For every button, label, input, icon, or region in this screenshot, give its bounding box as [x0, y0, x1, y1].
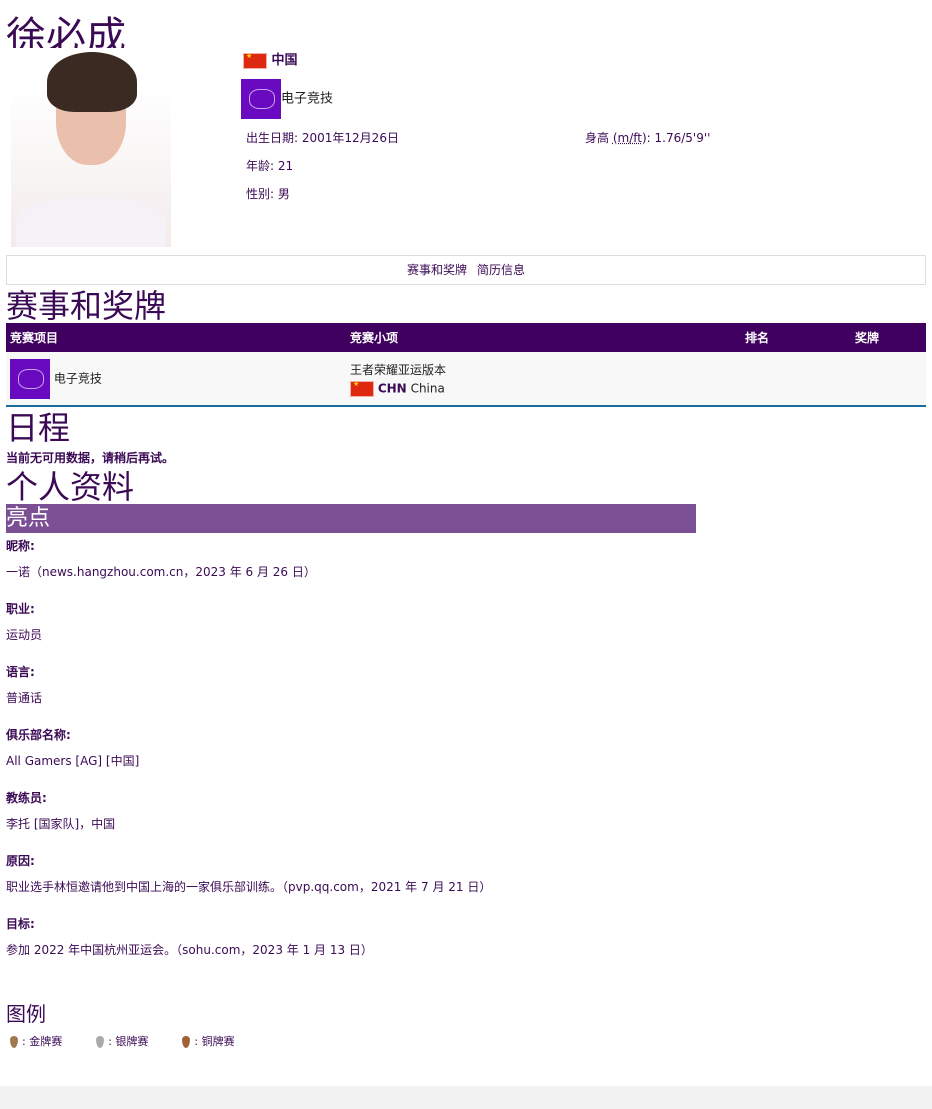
profile-field-label: 昵称:: [6, 539, 35, 553]
event-name: 王者荣耀亚运版本: [350, 362, 447, 377]
event-sport[interactable]: 电子竞技: [53, 371, 102, 385]
country-name: 中国: [271, 53, 298, 68]
profile-field-value: 运动员: [6, 628, 43, 642]
gender: 性别: 男: [246, 187, 290, 201]
profile-field-label: 目标:: [6, 917, 35, 931]
profile-field-value: All Gamers [AG] [中国]: [6, 754, 140, 768]
profile-field-label: 教练员:: [6, 791, 47, 805]
country: 中国: [243, 49, 298, 69]
esports-icon: [241, 79, 281, 119]
profile-field-value: 李托 [国家队]，中国: [6, 817, 116, 831]
china-flag-icon: [350, 380, 374, 397]
legend-silver: : 银牌赛: [96, 1033, 148, 1049]
profile-field-label: 语言:: [6, 665, 35, 679]
height: 身高 (m/ft): 1.76/5'9'': [585, 131, 711, 145]
age: 年龄: 21: [246, 159, 294, 173]
birth-date: 出生日期: 2001年12月26日: [246, 131, 399, 145]
highlights-bar: 亮点: [6, 504, 696, 533]
legend-heading: 图例: [6, 1002, 46, 1026]
tab-bio[interactable]: 简历信息: [477, 263, 526, 277]
silver-medal-icon: [96, 1036, 105, 1048]
table-header: 竞赛项目竞赛小项排名奖牌: [6, 323, 926, 352]
profile-heading: 个人资料: [6, 468, 135, 506]
bronze-medal-icon: [182, 1036, 191, 1048]
height-unit-abbr: (m/ft): [612, 131, 647, 145]
legend-bronze: : 铜牌赛: [182, 1033, 235, 1049]
china-flag-icon: [243, 52, 267, 69]
profile-field-label: 俱乐部名称:: [6, 728, 71, 742]
sport-name[interactable]: 电子竞技: [281, 91, 334, 107]
footer: [0, 1086, 932, 1109]
legend: : 金牌赛 : 银牌赛 : 铜牌赛: [10, 1033, 235, 1049]
esports-icon: [10, 358, 50, 399]
profile-field-value: 参加 2022 年中国杭州亚运会。（sohu.com，2023 年 1 月 13…: [6, 943, 373, 957]
profile-field-label: 职业:: [6, 602, 35, 616]
events-heading: 赛事和奖牌: [6, 287, 167, 325]
profile-field-value: 职业选手林恒邀请他到中国上海的一家俱乐部训练。（pvp.qq.com，2021 …: [6, 880, 492, 894]
team-name: China: [410, 381, 445, 395]
schedule-message: 当前无可用数据，请稍后再试。: [6, 451, 175, 465]
legend-gold: : 金牌赛: [10, 1033, 62, 1049]
table-row: 电子竞技 王者荣耀亚运版本 CHN China: [6, 352, 926, 407]
noc-code: CHN: [377, 381, 407, 395]
profile-field-label: 原因:: [6, 854, 35, 868]
athlete-photo: [11, 48, 171, 247]
tab-events[interactable]: 赛事和奖牌: [406, 263, 467, 277]
profile-field-value: 普通话: [6, 691, 43, 705]
gold-medal-icon: [10, 1036, 18, 1048]
section-tabs: 赛事和奖牌简历信息: [6, 255, 926, 285]
profile-field-value: 一诺（news.hangzhou.com.cn，2023 年 6 月 26 日）: [6, 565, 316, 579]
schedule-heading: 日程: [6, 409, 71, 447]
sport: 电子竞技: [241, 79, 333, 119]
